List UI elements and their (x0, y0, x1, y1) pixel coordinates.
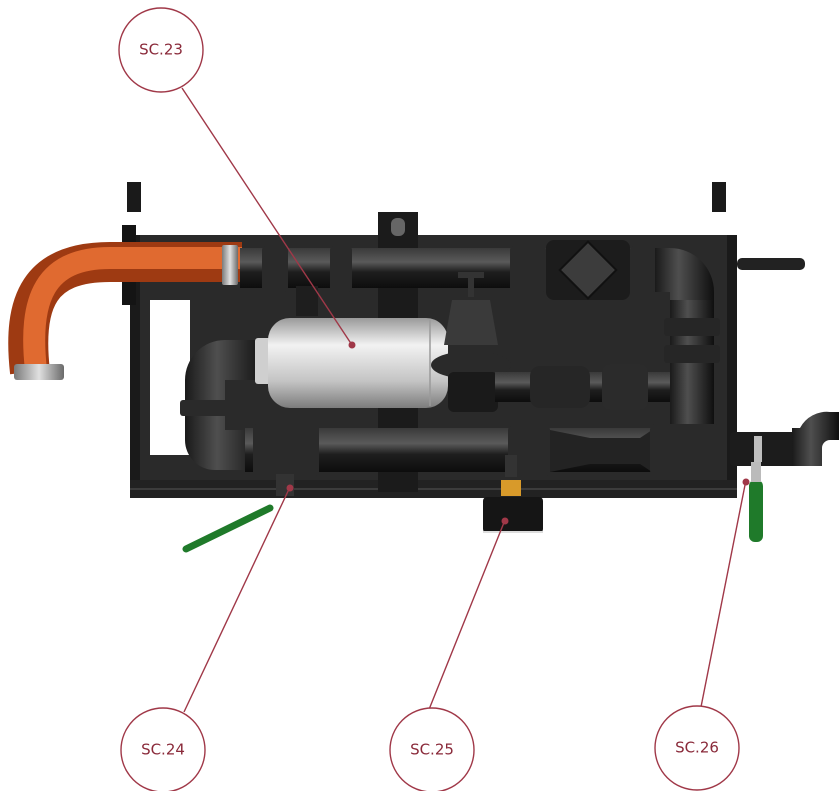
hose-clamp-top (222, 245, 238, 285)
leader-lines (181, 87, 747, 713)
pressure-regulator (431, 272, 511, 412)
dot-sc25 (501, 517, 509, 525)
right-valve-stem (751, 462, 761, 482)
left-valve-handle[interactable] (182, 504, 274, 553)
frame-left-post (130, 235, 140, 495)
callout-sc24: SC.24 (120, 707, 206, 791)
dot-sc24 (286, 484, 294, 492)
center-bracket-slot (391, 218, 405, 236)
top-fitting-4 (630, 246, 656, 292)
callout-label: SC.26 (675, 739, 719, 757)
leader-sc26 (699, 479, 747, 713)
callout-label: SC.25 (410, 741, 454, 759)
top-right-elbow (655, 248, 714, 310)
callout-label: SC.23 (139, 41, 183, 59)
regulator-bonnet (444, 300, 498, 345)
left-opening (150, 300, 190, 455)
gauge-body (483, 497, 543, 533)
callout-circle (389, 707, 475, 791)
frame-right-post (727, 235, 737, 495)
regulator-handle (458, 272, 484, 278)
hose-highlight (23, 247, 242, 372)
middle-union (602, 364, 648, 410)
bottom-fitting-2 (508, 426, 550, 476)
bottom-tee (650, 424, 720, 476)
callout-circle (654, 705, 740, 791)
leader-dots (286, 341, 750, 525)
regulator-body (448, 372, 498, 412)
callout-sc23: SC.23 (118, 7, 204, 93)
left-union (180, 400, 232, 416)
top-fitting-3 (510, 246, 546, 292)
bottom-fitting-1 (253, 424, 319, 476)
right-union-1 (664, 318, 720, 336)
leader-sc23 (181, 87, 353, 346)
leader-sc24 (183, 486, 291, 713)
dot-sc26 (742, 478, 750, 486)
callout-label: SC.24 (141, 741, 185, 759)
top-fitting-1 (262, 246, 288, 292)
tank-body (268, 318, 448, 408)
leader-sc25 (427, 519, 506, 713)
bottom-pipe-run (245, 411, 839, 533)
callout-circle (118, 7, 204, 93)
orange-hose (8, 242, 242, 380)
strainer-cap (558, 240, 618, 300)
handle-rod (737, 258, 805, 270)
right-valve-handle[interactable] (749, 480, 763, 542)
left-bracket-top (127, 182, 141, 212)
callout-circle (120, 707, 206, 791)
gauge-stem (505, 455, 517, 477)
check-valve (530, 366, 590, 408)
right-bracket-top (712, 182, 726, 212)
callout-sc26: SC.26 (654, 705, 740, 791)
top-fitting-2 (330, 246, 352, 292)
dot-sc23 (348, 341, 356, 349)
callout-sc25: SC.25 (389, 707, 475, 791)
venturi (550, 428, 655, 474)
outlet-union (754, 436, 762, 462)
outlet-elbow (792, 411, 839, 466)
outlet-valve (730, 432, 796, 466)
gauge-brass (501, 480, 521, 496)
hose-clamp-end (14, 364, 64, 380)
regulator-stem (468, 275, 474, 297)
right-union-2 (664, 345, 720, 363)
middle-pipe-run (495, 364, 670, 410)
tee-drop (296, 286, 318, 316)
